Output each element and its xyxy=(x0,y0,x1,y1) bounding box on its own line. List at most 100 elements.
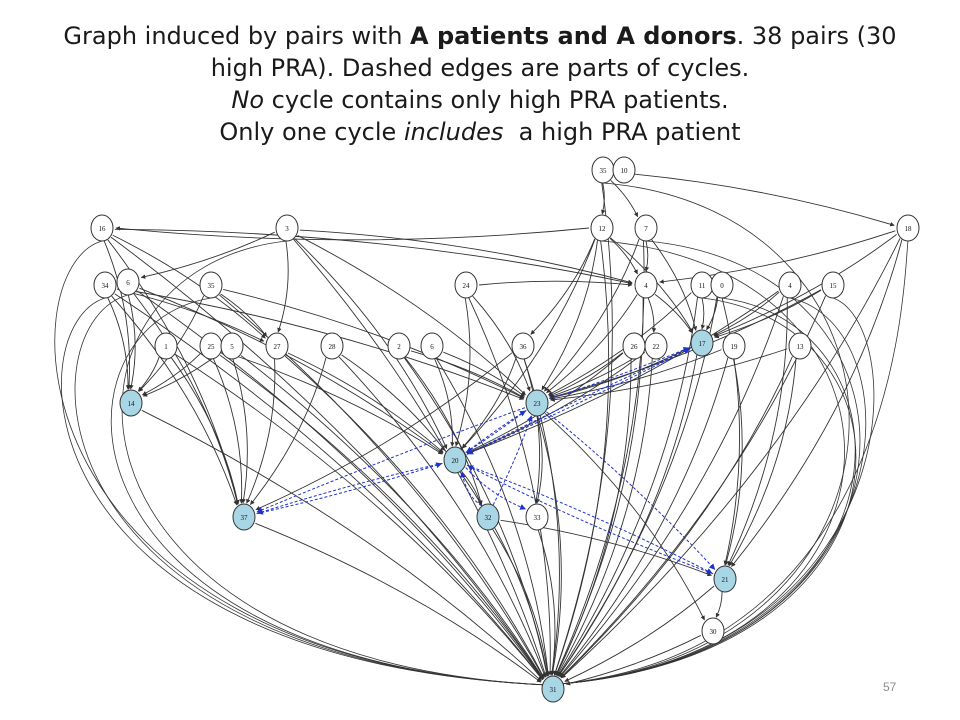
title-line-1: Graph induced by pairs with A patients a… xyxy=(0,20,960,52)
cycle-edges-layer xyxy=(256,347,716,575)
graph-edge xyxy=(654,293,693,334)
graph-node-12: 12 xyxy=(590,214,614,242)
graph-edge xyxy=(255,352,513,511)
cycle-edge xyxy=(256,407,526,513)
graph-edge xyxy=(713,233,897,337)
node-label: 25 xyxy=(208,343,216,351)
graph-node-32: 32 xyxy=(476,503,500,531)
graph-edge xyxy=(213,358,244,504)
node-ellipse xyxy=(476,503,500,531)
graph-node-16: 16 xyxy=(90,214,114,242)
graph-node-5: 5 xyxy=(220,332,244,360)
node-label: 11 xyxy=(699,282,706,290)
graph-node-24: 24 xyxy=(454,271,478,299)
node-label: 1 xyxy=(164,343,168,351)
graph-edge xyxy=(659,230,896,284)
graph-edge xyxy=(549,289,822,399)
graph-edge xyxy=(338,356,547,678)
graph-edge xyxy=(171,357,240,505)
graph-edge xyxy=(651,239,698,331)
graph-edge xyxy=(561,238,901,679)
graph-edge xyxy=(610,180,639,218)
graph-edge xyxy=(727,297,788,566)
node-label: 36 xyxy=(520,343,528,351)
graph-node-35: 35 xyxy=(591,156,615,184)
graph-edge xyxy=(544,412,705,621)
node-label: 19 xyxy=(731,343,739,351)
node-ellipse xyxy=(275,214,299,242)
node-ellipse xyxy=(634,214,658,242)
node-label: 10 xyxy=(621,167,629,175)
graph-node-3: 3 xyxy=(275,214,299,242)
graph-edge xyxy=(466,352,624,453)
graph-node-31: 31 xyxy=(541,675,565,703)
node-ellipse xyxy=(119,389,143,417)
graph-node-26: 26 xyxy=(622,332,646,360)
node-label: 6 xyxy=(126,279,130,287)
graph-edge xyxy=(459,471,549,677)
graph-edge xyxy=(232,358,248,504)
graph-edge xyxy=(297,235,526,396)
node-ellipse xyxy=(541,675,565,703)
graph-edge xyxy=(341,354,446,451)
node-ellipse xyxy=(713,565,737,593)
graph-edge xyxy=(110,236,544,680)
cycle-edge xyxy=(256,462,443,515)
slide-title: Graph induced by pairs with A patients a… xyxy=(0,20,960,148)
title-line-3: No cycle contains only high PRA patients… xyxy=(0,84,960,116)
graph-edge xyxy=(523,358,541,504)
graph-edge xyxy=(472,295,531,392)
graph-node-7: 7 xyxy=(634,214,658,242)
node-ellipse xyxy=(320,332,344,360)
title-line-2: high PRA). Dashed edges are parts of cyc… xyxy=(210,54,750,82)
graph-node-30: 30 xyxy=(701,617,725,645)
node-label: 0 xyxy=(720,282,724,290)
graph-edge xyxy=(731,239,903,567)
node-ellipse xyxy=(722,332,746,360)
node-ellipse xyxy=(387,332,411,360)
graph-edge xyxy=(140,231,275,279)
node-ellipse xyxy=(199,271,223,299)
graph-edge xyxy=(714,289,822,339)
graph-edge xyxy=(644,240,650,272)
title-italic-text: includes xyxy=(403,118,504,146)
node-label: 20 xyxy=(452,457,460,465)
graph-edge xyxy=(559,296,784,678)
node-label: 15 xyxy=(830,282,838,290)
graph-edge xyxy=(553,240,610,676)
graph-edge xyxy=(114,293,543,680)
graph-edge xyxy=(255,522,542,683)
node-ellipse xyxy=(525,503,549,531)
outer-edge xyxy=(546,240,861,687)
edges-layer xyxy=(54,171,909,687)
graph-node-18: 18 xyxy=(896,214,920,242)
graph-edge xyxy=(240,355,544,680)
node-ellipse xyxy=(93,271,117,299)
graph-node-6: 6 xyxy=(420,332,444,360)
graph-edge xyxy=(112,234,266,339)
graph-node-33: 33 xyxy=(525,503,549,531)
graph-node-0: 0 xyxy=(710,271,734,299)
graph-edge xyxy=(558,354,698,677)
graph-node-1: 1 xyxy=(154,332,178,360)
node-label: 16 xyxy=(99,225,107,233)
graph-node-13: 13 xyxy=(788,332,812,360)
node-ellipse xyxy=(525,389,549,417)
cycle-edge xyxy=(549,347,690,400)
graph-edge xyxy=(556,358,653,676)
node-ellipse xyxy=(420,332,444,360)
node-ellipse xyxy=(821,271,845,299)
node-label: 33 xyxy=(534,514,542,522)
graph-edge xyxy=(560,356,793,678)
graph-edge xyxy=(553,182,613,676)
graph-edge xyxy=(721,297,740,566)
title-text: Only one cycle xyxy=(219,118,404,146)
node-ellipse xyxy=(265,332,289,360)
graph-edge xyxy=(294,238,448,450)
graph-node-23: 23 xyxy=(525,389,549,417)
cycle-edge xyxy=(465,467,527,510)
outer-edge xyxy=(546,240,909,687)
node-ellipse xyxy=(154,332,178,360)
